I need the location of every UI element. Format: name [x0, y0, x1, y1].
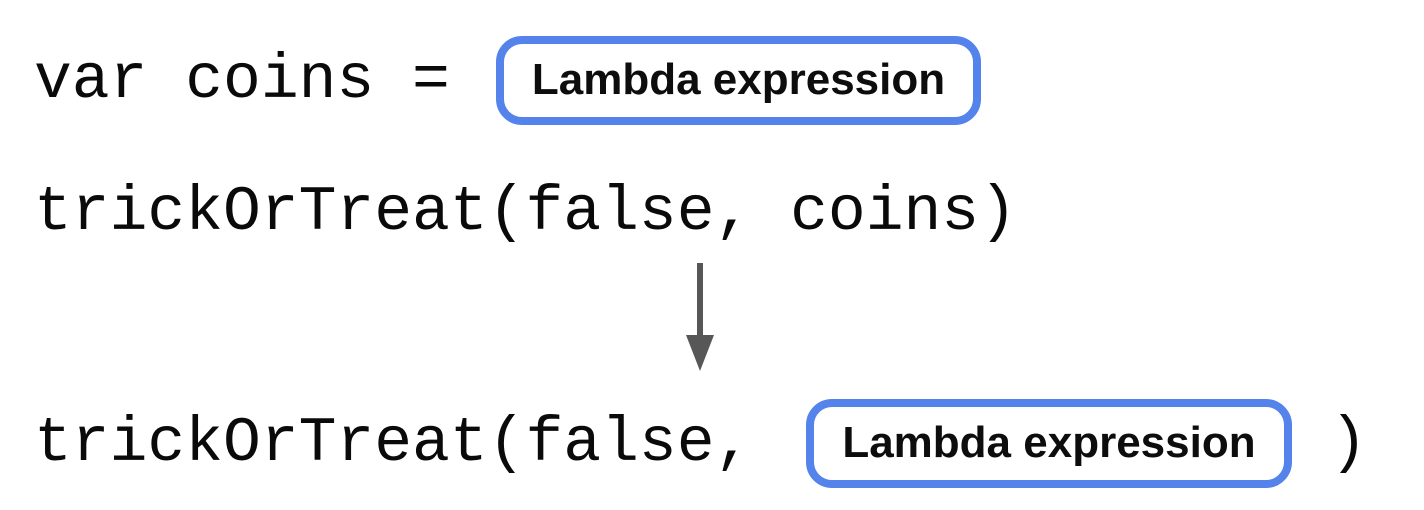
call-line: trickOrTreat(false, coins) — [34, 181, 1017, 244]
lambda-expression-label: Lambda expression — [842, 418, 1256, 467]
assignment-line: var coins = Lambda expression — [34, 36, 982, 125]
down-arrow-icon — [685, 263, 715, 371]
call-code-text: trickOrTreat(false, coins) — [34, 177, 1017, 248]
lambda-expression-box-assignment: Lambda expression — [495, 36, 982, 125]
result-code-before-text: trickOrTreat(false, — [34, 407, 753, 479]
result-code-after-text: ) — [1329, 407, 1368, 479]
result-line: trickOrTreat(false, Lambda expression ) — [34, 399, 1367, 488]
assignment-code-text: var coins = — [34, 44, 450, 116]
lambda-expression-box-result: Lambda expression — [806, 399, 1292, 488]
lambda-expression-label: Lambda expression — [531, 55, 946, 104]
